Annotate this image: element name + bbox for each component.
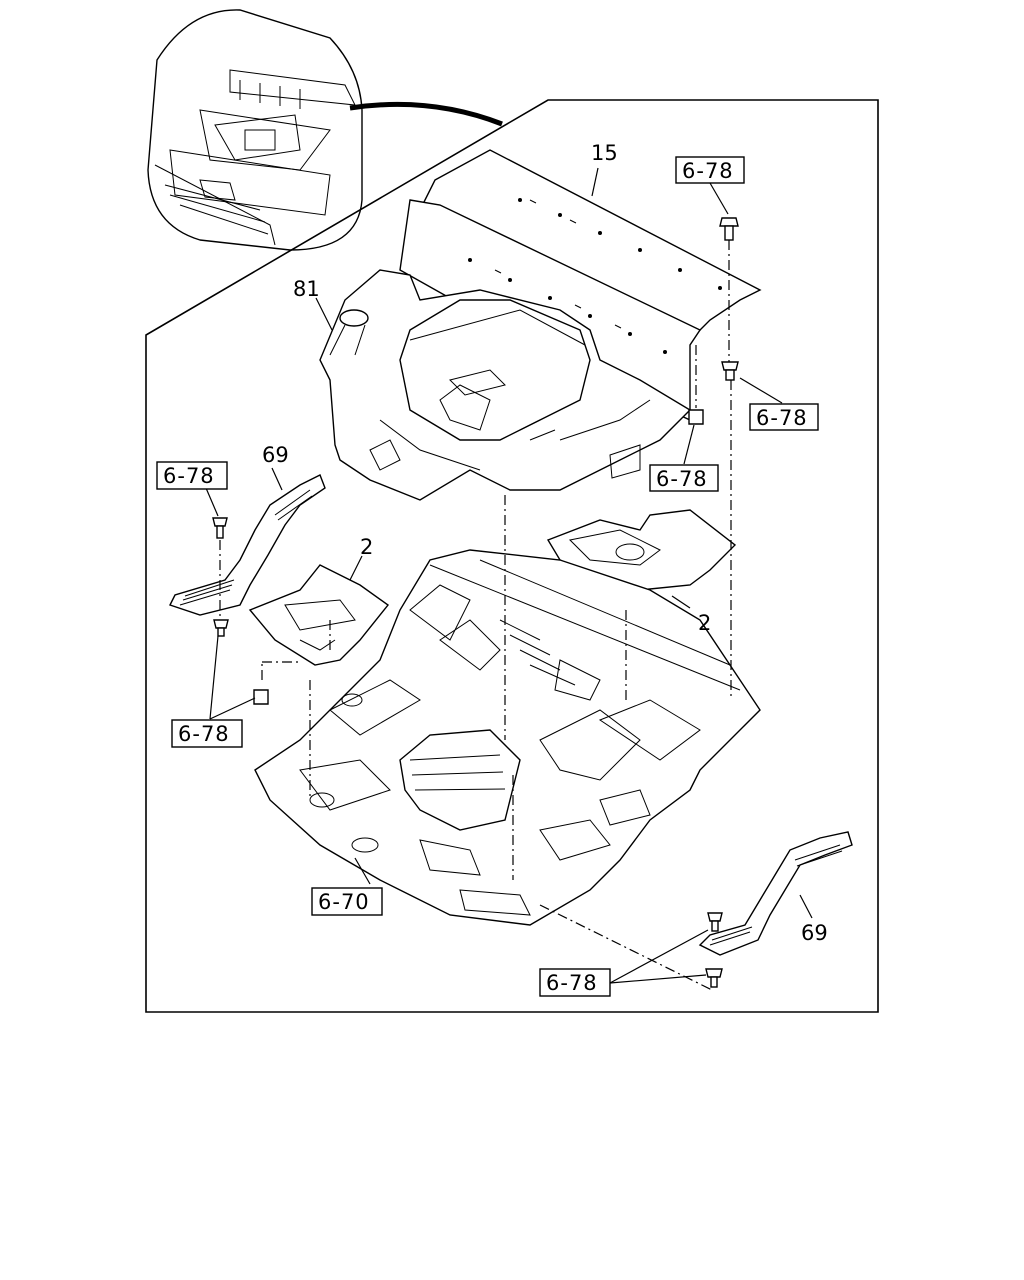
svg-text:6-78: 6-78 <box>178 722 230 746</box>
svg-text:6-78: 6-78 <box>656 467 708 491</box>
svg-text:6-78: 6-78 <box>163 464 215 488</box>
main-floor-panel <box>254 549 761 926</box>
bolt-center-mid <box>688 409 704 425</box>
ref-box-bottom[interactable]: 6-78 <box>539 968 611 997</box>
bolt-bottom-right-lower <box>705 968 723 988</box>
callout-part-15: 15 <box>591 141 618 165</box>
ref-box-floor[interactable]: 6-70 <box>311 887 383 916</box>
bolt-left-lower <box>213 619 229 637</box>
bolt-right-mid <box>721 361 739 381</box>
svg-text:6-78: 6-78 <box>756 406 808 430</box>
callout-part-2-left: 2 <box>360 535 373 559</box>
step-part-69-left <box>169 474 326 616</box>
bolt-bottom-right-upper <box>707 912 723 932</box>
ref-box-center-mid[interactable]: 6-78 <box>649 464 719 492</box>
step-part-69-right <box>698 831 853 956</box>
bolt-left-upper <box>212 517 228 539</box>
bolt-left-bottom <box>253 689 269 705</box>
callout-part-69-left: 69 <box>262 443 289 467</box>
ref-box-top-right[interactable]: 6-78 <box>675 156 745 184</box>
callout-part-81: 81 <box>293 277 320 301</box>
ref-box-left-upper[interactable]: 6-78 <box>156 461 228 490</box>
assembly-lines <box>219 240 732 991</box>
cab-overview-inset <box>147 9 363 251</box>
ref-box-left-lower[interactable]: 6-78 <box>171 719 243 748</box>
callout-part-2-right: 2 <box>698 611 711 635</box>
callout-part-69-right: 69 <box>801 921 828 945</box>
inset-connector-arc <box>349 101 503 127</box>
svg-text:6-78: 6-78 <box>682 159 734 183</box>
ref-box-right-mid[interactable]: 6-78 <box>749 403 819 431</box>
svg-text:6-70: 6-70 <box>318 890 370 914</box>
engine-cover-part-81 <box>319 269 692 501</box>
mat-part-2-left <box>248 564 390 666</box>
main-frame <box>145 99 879 1013</box>
svg-text:6-78: 6-78 <box>546 971 598 995</box>
leader-lines <box>205 167 813 984</box>
bolt-top-right <box>719 217 739 241</box>
